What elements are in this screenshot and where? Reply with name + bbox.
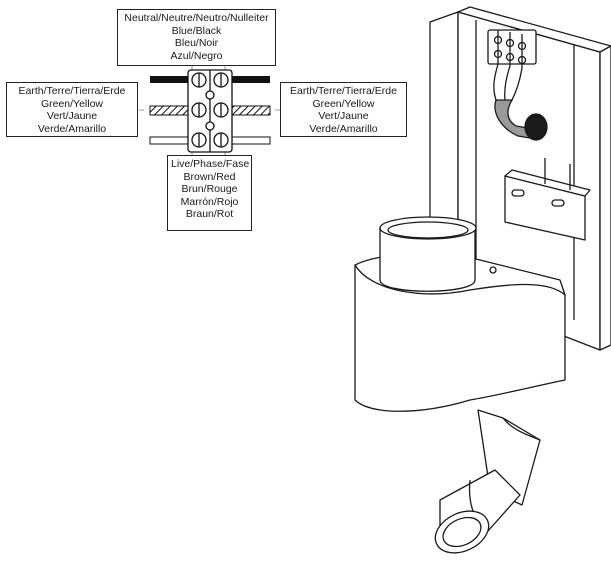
earth-right-line-1: Earth/Terre/Tierra/Erde <box>290 85 397 97</box>
earth-right-line-3: Vert/Jaune <box>318 110 369 123</box>
earth-right-line-2: Green/Yellow <box>312 97 375 110</box>
live-line-2: Brown/Red <box>183 170 236 183</box>
cable-grommet <box>524 113 548 141</box>
neutral-line-4: Azul/Negro <box>170 49 223 62</box>
neutral-line-3: Bleu/Noir <box>174 37 219 50</box>
live-label-box: Live/Phase/Fase Brown/Red Brun/Rouge Mar… <box>167 155 252 231</box>
wall-lamp-illustration <box>354 6 611 554</box>
terminal-block-icon <box>187 69 233 153</box>
neutral-line-2: Blue/Black <box>171 24 222 37</box>
live-line-4: Marrón/Rojo <box>180 195 239 208</box>
earth-right-line-4: Verde/Amarillo <box>309 122 378 135</box>
neutral-label-box: Neutral/Neutre/Neutro/Nulleiter Blue/Bla… <box>117 9 276 66</box>
earth-left-label-box: Earth/Terre/Tierra/Erde Green/Yellow Ver… <box>6 82 138 137</box>
live-line-1: Live/Phase/Fase <box>171 158 250 170</box>
lamp-tube <box>379 227 476 292</box>
plate-terminal-icon <box>487 29 537 68</box>
earth-left-line-4: Verde/Amarillo <box>37 122 107 135</box>
earth-wire-left <box>149 105 189 116</box>
neutral-wire-right <box>232 76 270 83</box>
earth-left-line-1: Earth/Terre/Tierra/Erde <box>18 85 126 97</box>
earth-left-line-2: Green/Yellow <box>40 97 104 110</box>
live-line-5: Braun/Rot <box>185 208 234 221</box>
live-wire-left <box>149 136 189 145</box>
neutral-wire-left <box>150 76 188 83</box>
live-line-3: Brun/Rouge <box>181 183 238 196</box>
earth-left-line-3: Vert/Jaune <box>46 110 98 123</box>
spot-lens-inner <box>442 516 482 548</box>
neutral-line-1: Neutral/Neutre/Neutro/Nulleiter <box>124 12 269 24</box>
live-wire-right <box>231 136 271 145</box>
earth-wire-right <box>231 105 271 116</box>
earth-right-label-box: Earth/Terre/Tierra/Erde Green/Yellow Ver… <box>280 82 407 137</box>
